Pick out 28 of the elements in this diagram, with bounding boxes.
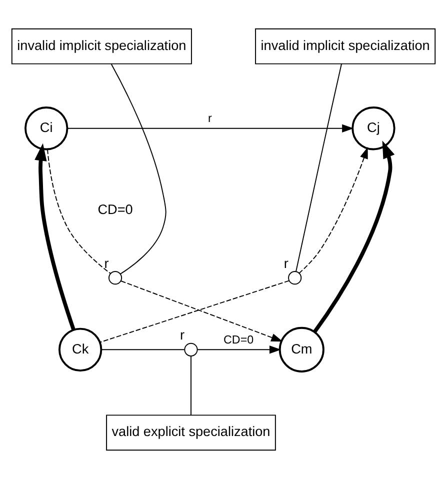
node-circle: Cj [352,106,396,150]
node-box: valid explicit specialization [106,414,276,450]
connector [100,280,290,342]
node-label: r [284,255,288,270]
arrow [120,280,283,342]
arrow [34,142,76,330]
connector [296,62,342,272]
edge-label: CD=0 [224,332,254,346]
arrow [66,124,354,132]
label: CD=0 [98,201,133,216]
connector [101,348,185,350]
node-circle: Ci [24,106,68,150]
edge-label: r [208,112,212,125]
node-circle [108,270,122,284]
node-box: invalid implicit specialization [11,28,192,64]
node-label: r [180,327,185,342]
arrow [313,140,395,332]
connector [110,63,166,274]
node-box: invalid implicit specialization [255,28,436,64]
node-circle: Ck [58,327,102,371]
connector [46,148,111,274]
node-label: r [104,255,109,270]
node-circle: Cm [278,326,324,372]
node-circle [184,342,198,356]
connector [190,355,192,415]
arrow [298,146,368,274]
node-circle [288,270,302,284]
arrow [197,345,282,354]
